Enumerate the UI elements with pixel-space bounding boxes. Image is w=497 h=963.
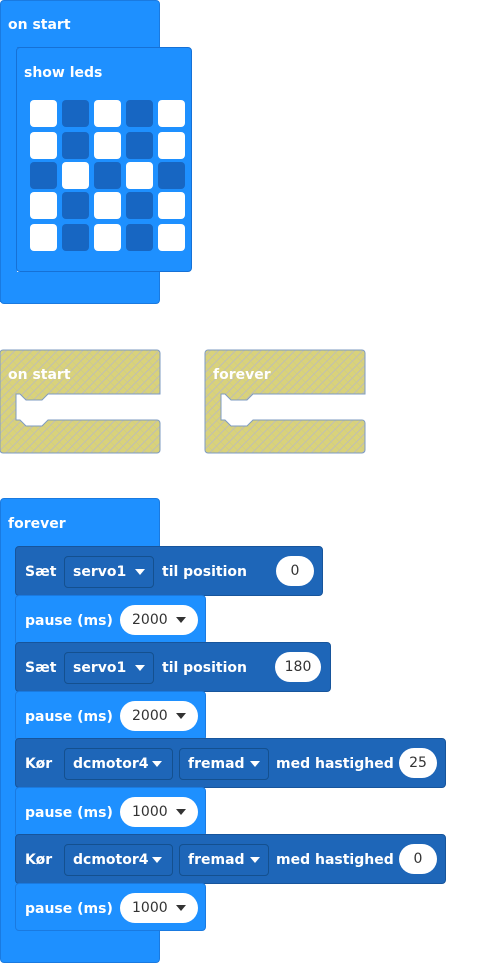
pause-block-1[interactable]: pause (ms) 2000	[15, 595, 206, 645]
motor-dropdown-value: dcmotor4	[73, 852, 149, 868]
servo-dropdown-value: servo1	[73, 564, 127, 580]
show-leds-label: show leds	[24, 65, 103, 81]
forever-body	[0, 540, 17, 940]
chevron-down-icon	[176, 905, 186, 911]
position-value: 180	[284, 659, 312, 675]
led-cell[interactable]	[94, 162, 121, 189]
run-label: Kør	[25, 756, 53, 772]
led-cell[interactable]	[94, 100, 121, 127]
pause-label: pause (ms)	[25, 901, 113, 917]
pause-value: 1000	[132, 900, 168, 916]
to-position-label: til position	[162, 564, 248, 580]
on-start-body	[0, 40, 17, 302]
led-cell[interactable]	[94, 192, 121, 219]
forever-foot	[0, 930, 160, 963]
motor-dropdown-value: dcmotor4	[73, 756, 149, 772]
pause-value: 1000	[132, 804, 168, 820]
disabled-forever-block[interactable]	[204, 349, 366, 454]
led-cell[interactable]	[126, 162, 153, 189]
led-cell[interactable]	[30, 100, 57, 127]
led-cell[interactable]	[94, 224, 121, 251]
led-cell[interactable]	[62, 162, 89, 189]
pause-input-1[interactable]: 2000	[120, 605, 198, 635]
chevron-down-icon	[152, 761, 162, 767]
set-servo-block-1[interactable]: Sæt servo1 til position 0	[15, 546, 323, 596]
pause-label: pause (ms)	[25, 805, 113, 821]
pause-input-4[interactable]: 1000	[120, 893, 198, 923]
pause-input-3[interactable]: 1000	[120, 797, 198, 827]
led-cell[interactable]	[62, 192, 89, 219]
chevron-down-icon	[176, 617, 186, 623]
direction-dropdown-value: fremad	[188, 852, 245, 868]
chevron-down-icon	[176, 809, 186, 815]
pause-input-2[interactable]: 2000	[120, 701, 198, 731]
led-cell[interactable]	[126, 100, 153, 127]
led-cell[interactable]	[158, 192, 185, 219]
disabled-blocks	[0, 349, 366, 454]
led-cell[interactable]	[94, 132, 121, 159]
servo-dropdown-1[interactable]: servo1	[64, 556, 154, 588]
pause-block-4[interactable]: pause (ms) 1000	[15, 883, 206, 931]
disabled-on-start-label: on start	[8, 367, 71, 383]
pause-label: pause (ms)	[25, 709, 113, 725]
chevron-down-icon	[250, 761, 260, 767]
run-motor-block-2[interactable]: Kør dcmotor4 fremad med hastighed 0	[15, 834, 446, 884]
pause-block-2[interactable]: pause (ms) 2000	[15, 691, 206, 741]
run-label: Kør	[25, 852, 53, 868]
chevron-down-icon	[135, 665, 145, 671]
speed-label: med hastighed	[276, 756, 394, 772]
led-cell[interactable]	[158, 224, 185, 251]
led-cell[interactable]	[158, 100, 185, 127]
led-cell[interactable]	[30, 132, 57, 159]
set-label: Sæt	[25, 660, 57, 676]
on-start-label: on start	[8, 17, 71, 33]
led-cell[interactable]	[126, 192, 153, 219]
direction-dropdown-2[interactable]: fremad	[179, 844, 269, 876]
led-cell[interactable]	[158, 132, 185, 159]
servo-dropdown-2[interactable]: servo1	[64, 652, 154, 684]
pause-value: 2000	[132, 612, 168, 628]
speed-label: med hastighed	[276, 852, 394, 868]
led-cell[interactable]	[30, 192, 57, 219]
forever-label: forever	[8, 516, 66, 532]
chevron-down-icon	[250, 857, 260, 863]
motor-dropdown-1[interactable]: dcmotor4	[64, 748, 173, 780]
led-cell[interactable]	[62, 100, 89, 127]
on-start-hat[interactable]	[0, 0, 160, 48]
set-label: Sæt	[25, 564, 57, 580]
led-cell[interactable]	[62, 132, 89, 159]
led-cell[interactable]	[30, 224, 57, 251]
speed-value: 25	[409, 755, 427, 771]
disabled-on-start-block[interactable]	[0, 349, 161, 454]
led-cell[interactable]	[126, 224, 153, 251]
motor-dropdown-2[interactable]: dcmotor4	[64, 844, 173, 876]
chevron-down-icon	[152, 857, 162, 863]
direction-dropdown-value: fremad	[188, 756, 245, 772]
pause-block-3[interactable]: pause (ms) 1000	[15, 787, 206, 837]
led-cell[interactable]	[62, 224, 89, 251]
speed-input-2[interactable]: 0	[399, 844, 437, 874]
speed-value: 0	[413, 851, 423, 867]
direction-dropdown-1[interactable]: fremad	[179, 748, 269, 780]
set-servo-block-2[interactable]: Sæt servo1 til position 180	[15, 642, 331, 692]
led-cell[interactable]	[158, 162, 185, 189]
led-cell[interactable]	[126, 132, 153, 159]
chevron-down-icon	[176, 713, 186, 719]
speed-input-1[interactable]: 25	[399, 748, 437, 778]
on-start-foot	[0, 272, 160, 304]
position-input-2[interactable]: 180	[275, 652, 321, 682]
led-cell[interactable]	[30, 162, 57, 189]
position-input-1[interactable]: 0	[276, 556, 314, 586]
pause-value: 2000	[132, 708, 168, 724]
position-value: 0	[290, 563, 300, 579]
pause-label: pause (ms)	[25, 613, 113, 629]
run-motor-block-1[interactable]: Kør dcmotor4 fremad med hastighed 25	[15, 738, 446, 788]
disabled-forever-label: forever	[213, 367, 271, 383]
to-position-label: til position	[162, 660, 248, 676]
chevron-down-icon	[135, 569, 145, 575]
servo-dropdown-value: servo1	[73, 660, 127, 676]
